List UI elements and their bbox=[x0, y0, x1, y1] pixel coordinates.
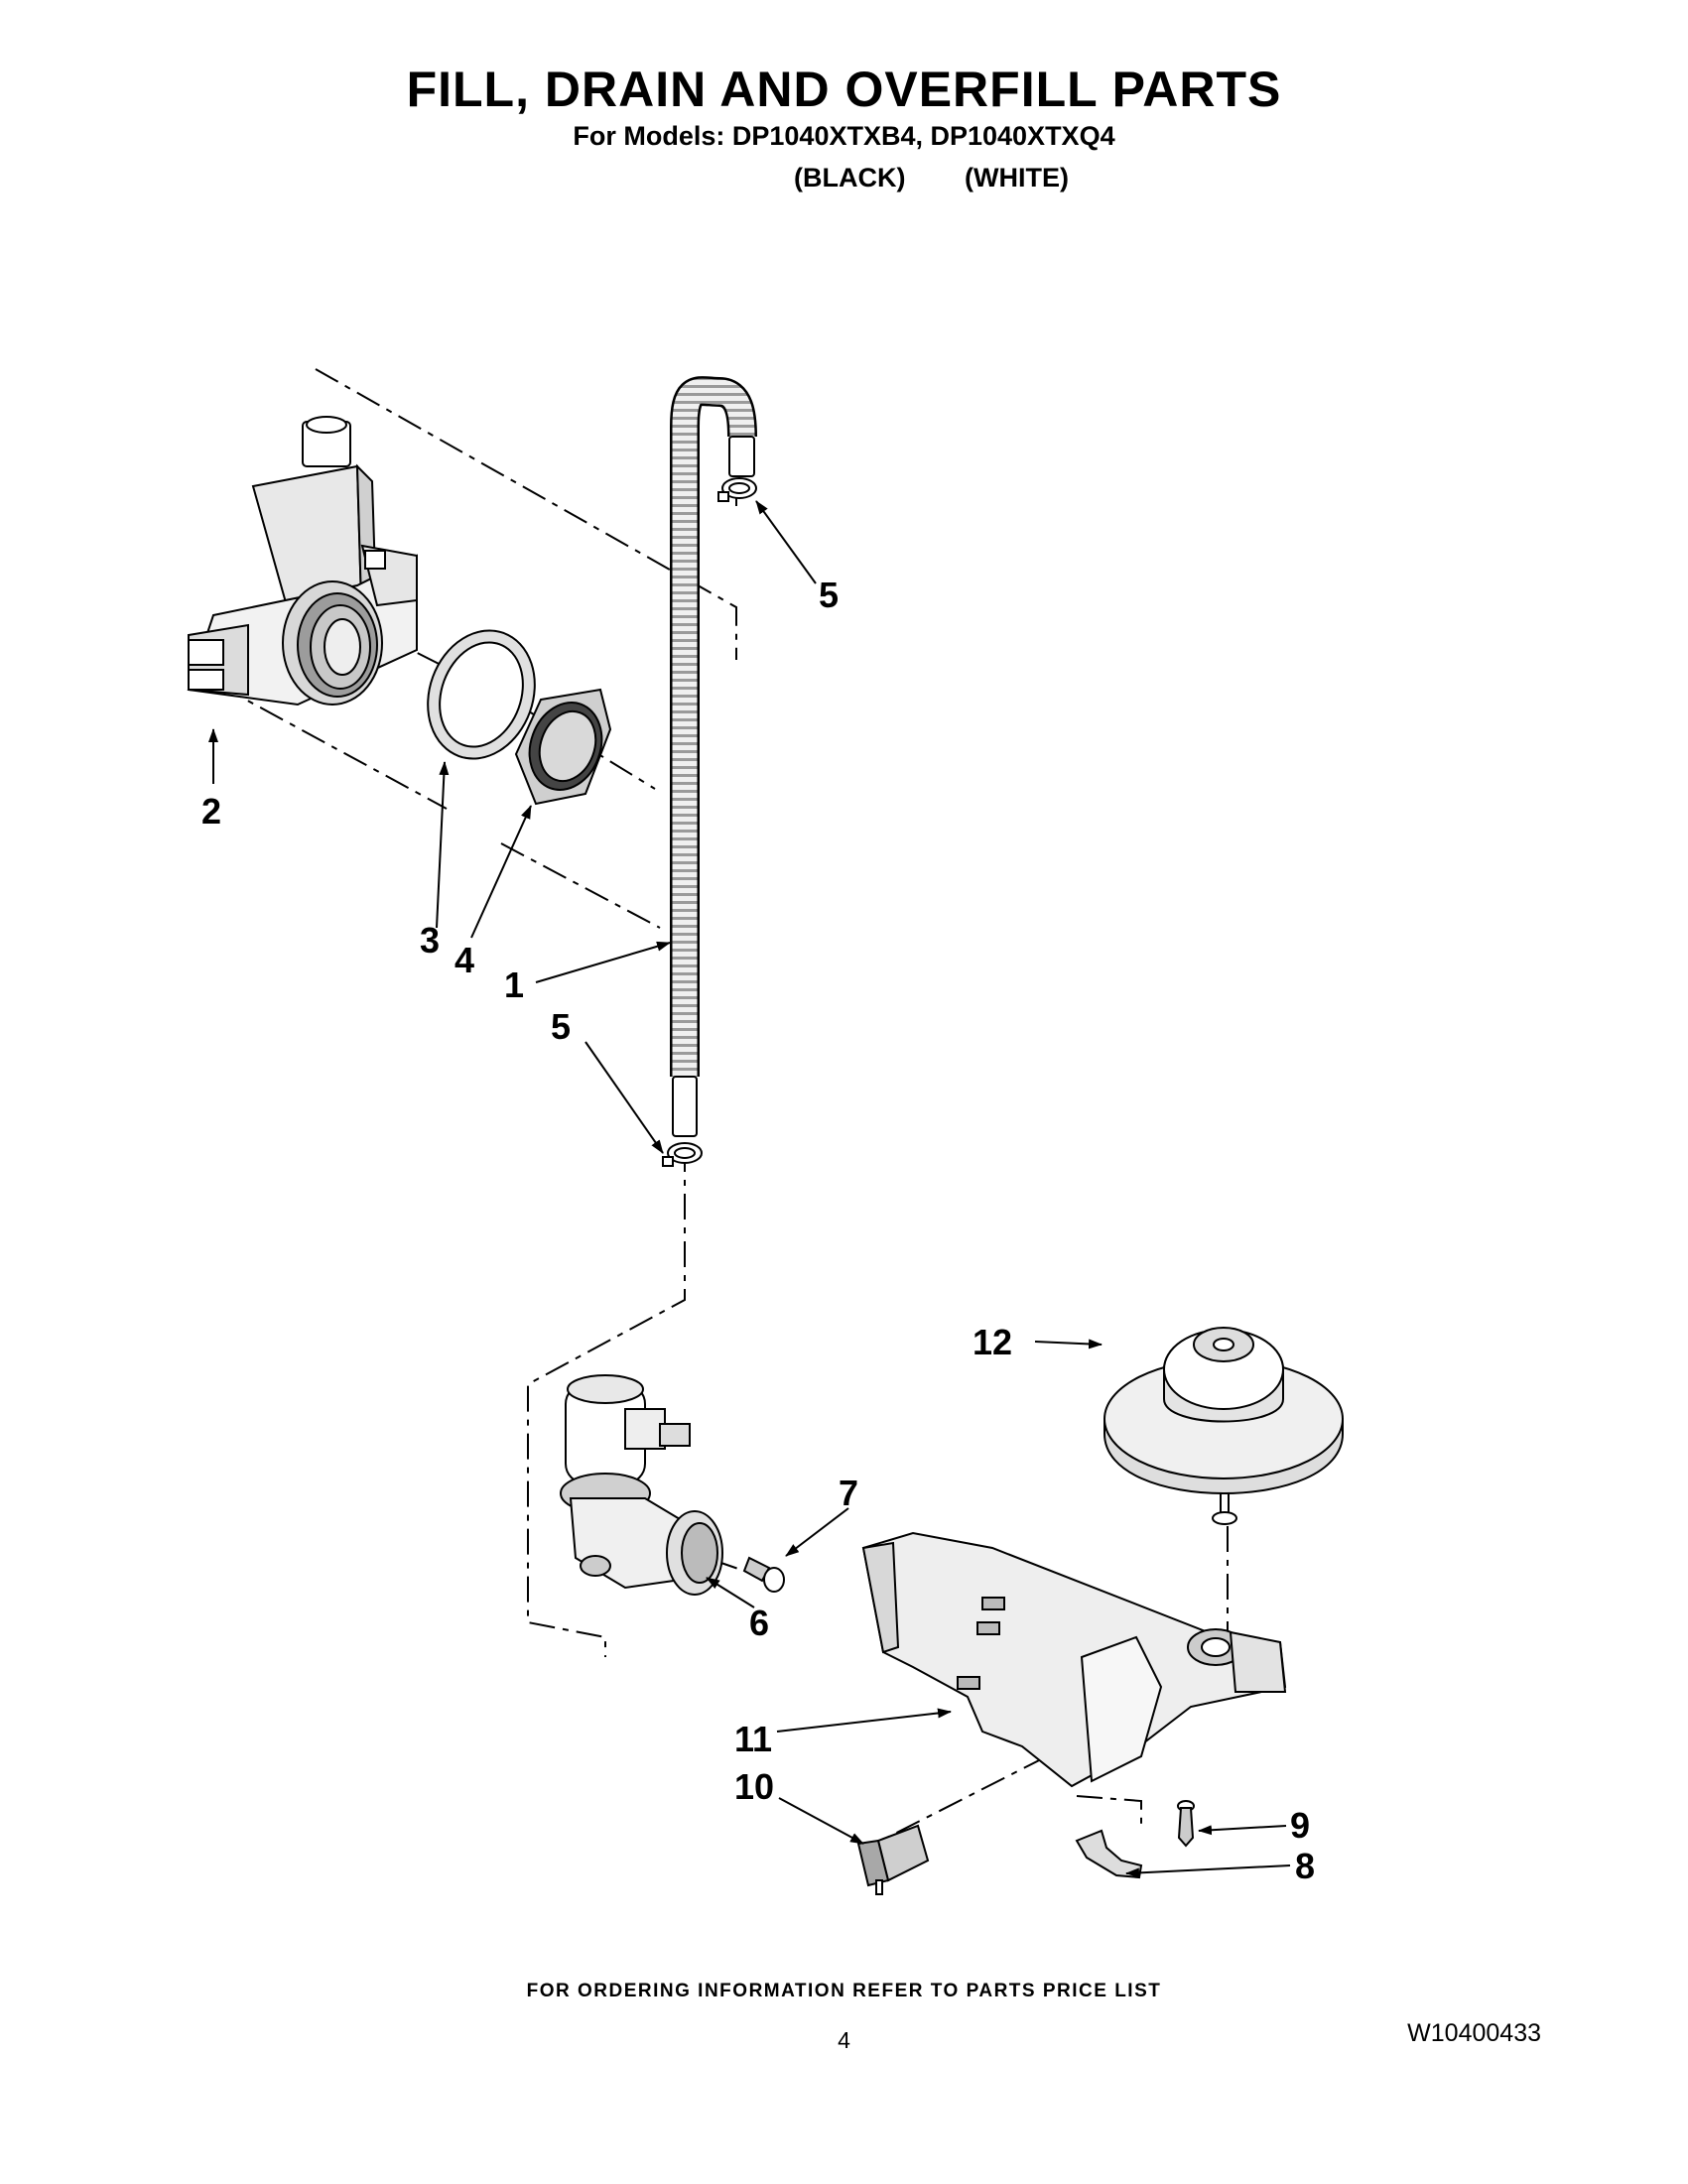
models-line: For Models: DP1040XTXB4, DP1040XTXQ4 bbox=[573, 121, 1115, 151]
callout-10: 10 bbox=[734, 1766, 774, 1807]
callout-1: 1 bbox=[504, 964, 524, 1005]
ordering-footer: FOR ORDERING INFORMATION REFER TO PARTS … bbox=[526, 1981, 1162, 2001]
bracket-screw bbox=[1177, 1800, 1195, 1848]
hose-clamp-top bbox=[717, 477, 757, 502]
callout-9: 9 bbox=[1290, 1805, 1310, 1846]
overfill-float bbox=[1104, 1327, 1344, 1525]
callout-7: 7 bbox=[839, 1473, 858, 1513]
page-header: FILL, DRAIN AND OVERFILL PARTS For Model… bbox=[0, 60, 1688, 153]
switch-lever bbox=[1075, 1829, 1143, 1879]
hose-clamp-bottom bbox=[662, 1142, 703, 1167]
gasket-ring bbox=[427, 629, 536, 760]
callout-5-bottom: 5 bbox=[551, 1006, 571, 1047]
callout-5-top: 5 bbox=[819, 575, 839, 615]
valve-screw bbox=[742, 1556, 785, 1593]
callout-11: 11 bbox=[734, 1719, 772, 1759]
document-number: W10400433 bbox=[1407, 2019, 1541, 2047]
page-number: 4 bbox=[838, 2027, 850, 2053]
overfill-switch bbox=[856, 1824, 930, 1895]
color-white-label: (WHITE) bbox=[965, 163, 1069, 193]
water-inlet-valve bbox=[560, 1374, 723, 1596]
page-title: FILL, DRAIN AND OVERFILL PARTS bbox=[406, 62, 1282, 117]
funnel-nut bbox=[514, 688, 612, 806]
float-switch-bracket bbox=[861, 1531, 1287, 1788]
callout-2: 2 bbox=[201, 791, 221, 832]
callout-8: 8 bbox=[1295, 1846, 1315, 1886]
fill-funnel-assembly bbox=[187, 416, 418, 707]
color-black-label: (BLACK) bbox=[794, 163, 906, 193]
callout-12: 12 bbox=[973, 1322, 1012, 1362]
callout-3: 3 bbox=[420, 920, 440, 961]
drain-hose bbox=[670, 376, 757, 1137]
callout-4: 4 bbox=[454, 940, 474, 980]
callout-labels: 1 2 3 4 5 5 6 7 8 9 10 11 12 bbox=[201, 575, 1315, 1886]
callout-6: 6 bbox=[749, 1603, 769, 1643]
leader-lines bbox=[208, 500, 1291, 1878]
